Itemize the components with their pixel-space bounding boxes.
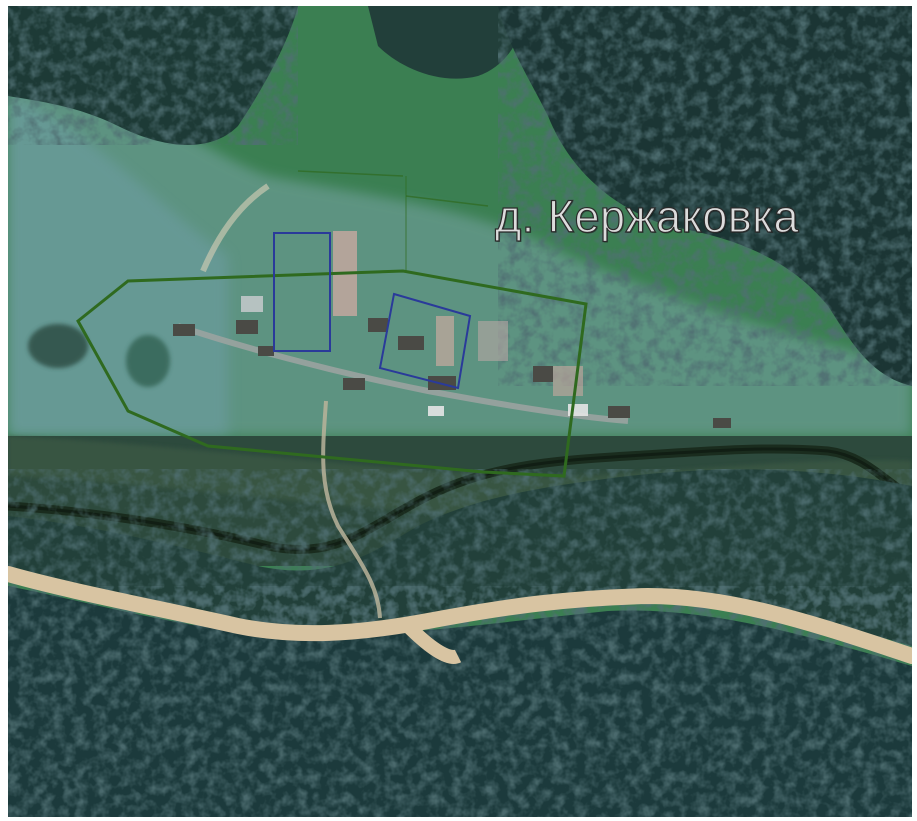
satellite-map[interactable]: д. Кержаковка xyxy=(8,6,912,817)
land-parcel-1[interactable] xyxy=(273,232,331,352)
village-street xyxy=(177,323,629,424)
main-road xyxy=(8,566,912,664)
village-track xyxy=(321,400,382,619)
settlement-boundary xyxy=(76,269,588,478)
land-parcel-2[interactable] xyxy=(378,292,472,390)
satellite-imagery xyxy=(8,6,912,817)
place-label: д. Кержаковка xyxy=(494,191,799,242)
